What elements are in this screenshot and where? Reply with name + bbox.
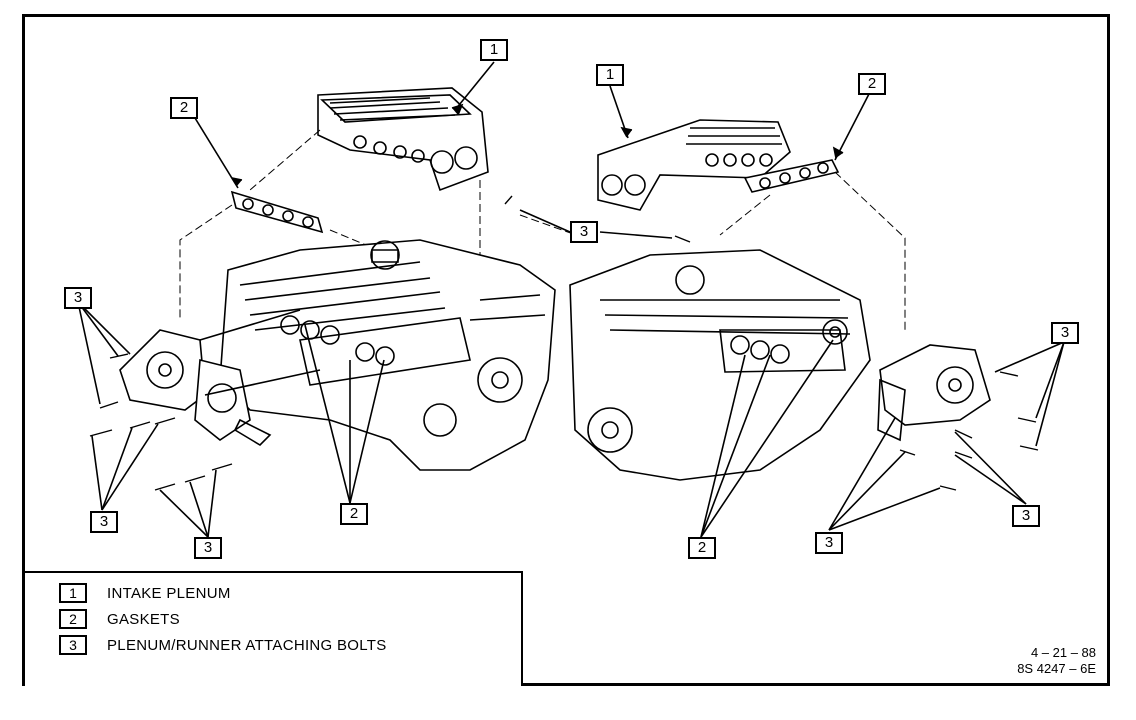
right-engine-block (569, 249, 871, 481)
legend-item-gaskets: 2 GASKETS (59, 608, 180, 630)
legend-item-intake-plenum: 1 INTAKE PLENUM (59, 582, 231, 604)
callout-bolts-right-upper: 3 (1051, 322, 1079, 344)
legend-number: 2 (59, 609, 87, 629)
legend-number: 1 (59, 583, 87, 603)
callout-gasket-left-top: 2 (170, 97, 198, 119)
callout-bolts-right-lower: 3 (1012, 505, 1040, 527)
legend-item-attaching-bolts: 3 PLENUM/RUNNER ATTACHING BOLTS (59, 634, 387, 656)
legend-label: INTAKE PLENUM (107, 584, 231, 602)
callout-bolts-left-upper: 3 (64, 287, 92, 309)
callout-bolts-right-center: 3 (570, 221, 598, 243)
legend-label: PLENUM/RUNNER ATTACHING BOLTS (107, 636, 387, 654)
left-gasket (230, 190, 324, 234)
callout-gasket-right-bottom: 2 (688, 537, 716, 559)
figure-reference: 4 – 21 – 88 8S 4247 – 6E (1017, 645, 1096, 677)
callout-gasket-left-bottom: 2 (340, 503, 368, 525)
legend-label: GASKETS (107, 610, 180, 628)
callout-intake-plenum-left: 1 (480, 39, 508, 61)
reference-code: 8S 4247 – 6E (1017, 661, 1096, 676)
reference-date: 4 – 21 – 88 (1030, 645, 1096, 660)
callout-bolts-right-bottom: 3 (815, 532, 843, 554)
legend-number: 3 (59, 635, 87, 655)
right-runner-assembly (877, 344, 991, 442)
callout-intake-plenum-right: 1 (596, 64, 624, 86)
right-gasket (743, 159, 840, 193)
right-intake-plenum (597, 119, 791, 211)
left-engine-block (219, 239, 556, 471)
right-bolts (674, 235, 1039, 491)
left-intake-plenum (317, 87, 489, 192)
left-bolts (89, 195, 513, 491)
callout-bolts-left-bottom: 3 (194, 537, 222, 559)
callout-gasket-right-top: 2 (858, 73, 886, 95)
legend: 1 INTAKE PLENUM 2 GASKETS 3 PLENUM/RUNNE… (25, 571, 523, 686)
callout-bolts-left-lower: 3 (90, 511, 118, 533)
left-runner-assembly (119, 309, 321, 447)
